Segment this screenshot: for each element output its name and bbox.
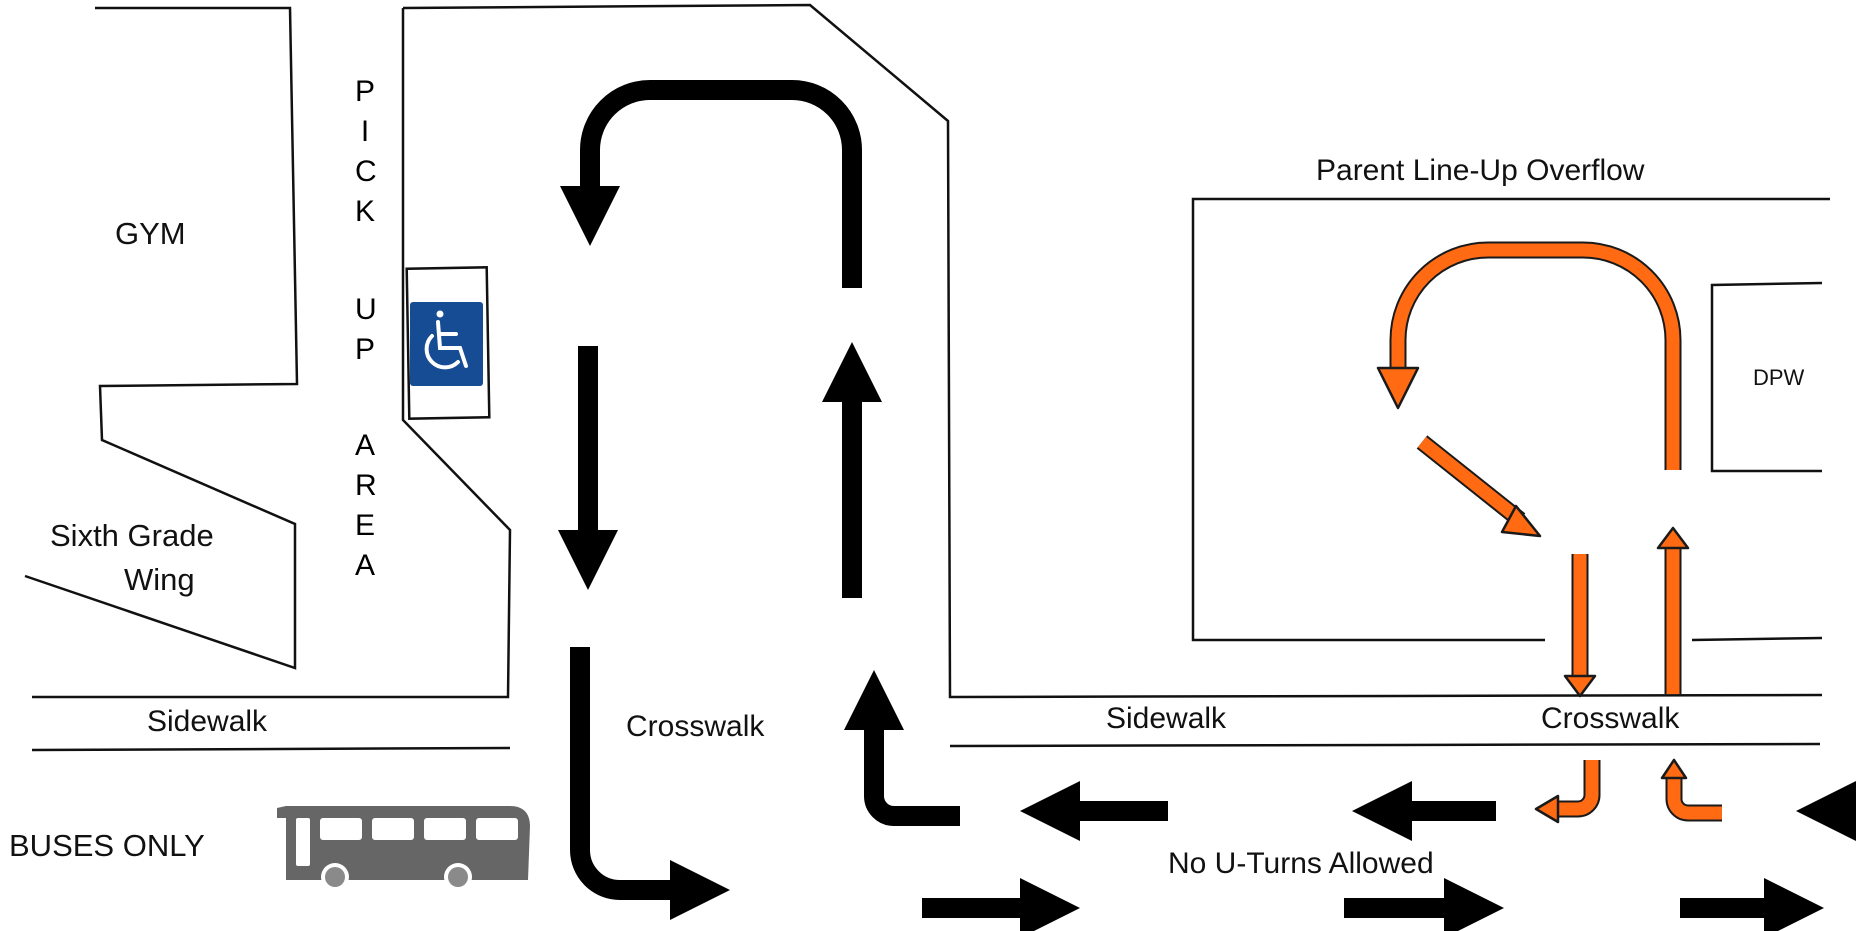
arrow-enter-up-turn <box>844 670 960 826</box>
pickup-letter: R <box>355 469 377 502</box>
parent-overflow-label: Parent Line-Up Overflow <box>1316 154 1645 187</box>
overflow-down-head <box>1563 674 1597 698</box>
sixth-grade-wing-label-line1: Sixth Grade <box>50 518 214 553</box>
overflow-up-head <box>1656 526 1690 550</box>
traffic-arrows <box>558 80 1856 931</box>
overflow-lot-outline <box>1191 197 1830 642</box>
no-u-turns-label: No U-Turns Allowed <box>1168 847 1434 880</box>
pickup-curb-outline <box>402 3 1823 699</box>
building-outlines <box>24 3 1830 752</box>
pickup-letter: A <box>355 549 376 582</box>
overflow-arrows <box>1376 241 1722 824</box>
overflow-exit-turn-head <box>1534 794 1560 824</box>
bus-icon <box>277 806 530 891</box>
arrow-exit-right-turn <box>570 647 730 920</box>
dpw-label: DPW <box>1753 365 1805 390</box>
pickup-letter: P <box>355 75 376 108</box>
crosswalk-right-label: Crosswalk <box>1541 702 1680 735</box>
pickup-letter: U <box>355 293 377 326</box>
gym-outline <box>24 6 299 670</box>
overflow-enter-turn-head <box>1660 758 1688 780</box>
overflow-u-turn-head <box>1376 366 1420 410</box>
area-label: A R E A <box>355 426 377 586</box>
sidewalk-right-label: Sidewalk <box>1106 702 1227 735</box>
pickup-letter: A <box>355 429 376 462</box>
overflow-u-turn-arrow <box>1391 243 1680 470</box>
sidewalk-right-edge <box>949 742 1821 748</box>
overflow-diagonal-head <box>1500 504 1542 538</box>
sidewalk-left-edge <box>31 746 511 752</box>
up-label: U P <box>355 290 377 370</box>
sidewalk-left-label: Sidewalk <box>147 705 268 738</box>
pickup-letter: C <box>355 155 377 188</box>
buses-only-label: BUSES ONLY <box>9 828 205 863</box>
pickup-letter: E <box>355 509 376 542</box>
sixth-grade-wing-label-line2: Wing <box>124 562 195 597</box>
overflow-exit-turn-arrow <box>1556 760 1599 816</box>
u-turn-arrow <box>560 80 862 288</box>
pickup-curb-lower <box>32 8 512 699</box>
pickup-area-label: P I C K <box>355 72 377 232</box>
dpw-outline <box>1710 281 1823 473</box>
accessible-parking-icon <box>405 266 491 420</box>
overflow-enter-turn-arrow <box>1667 776 1722 820</box>
pickup-letter: K <box>355 195 376 228</box>
overflow-diagonal-arrow <box>1417 436 1525 526</box>
gym-label: GYM <box>115 216 186 251</box>
pickup-letter: P <box>355 333 376 366</box>
pickup-letter: I <box>360 115 370 148</box>
crosswalk-left-label: Crosswalk <box>626 710 765 743</box>
overflow-lot-bottom-right <box>1691 636 1823 642</box>
